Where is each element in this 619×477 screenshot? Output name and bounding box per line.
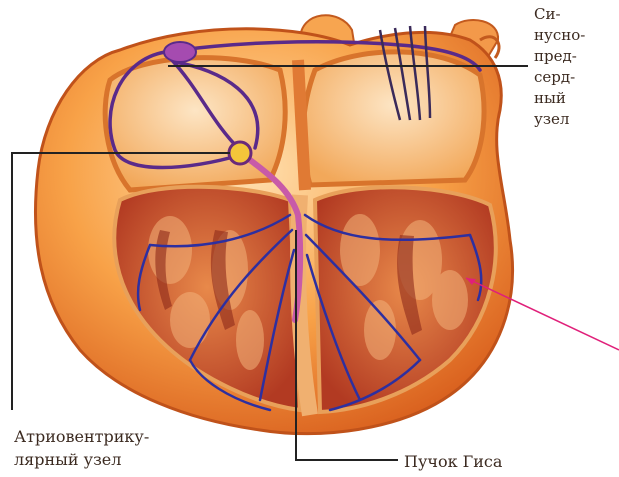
label-line: узел — [534, 109, 585, 130]
left-atrium — [303, 52, 484, 185]
label-bundle-of-his: Пучок Гиса — [404, 452, 502, 471]
label-line: пред- — [534, 46, 585, 67]
label-line: Атриовентрику- — [14, 425, 149, 448]
interatrial-septum — [298, 60, 305, 190]
atrioventricular-node — [229, 142, 251, 164]
label-sinoatrial-node: Си- нусно- пред- серд- ный узел — [534, 4, 585, 130]
sinoatrial-node — [164, 42, 196, 62]
label-line: Си- — [534, 4, 585, 25]
label-atrioventricular-node: Атриовентрику- лярный узел — [14, 425, 149, 471]
label-line: ный — [534, 88, 585, 109]
label-line: нусно- — [534, 25, 585, 46]
label-line: серд- — [534, 67, 585, 88]
label-line: лярный узел — [14, 448, 149, 471]
